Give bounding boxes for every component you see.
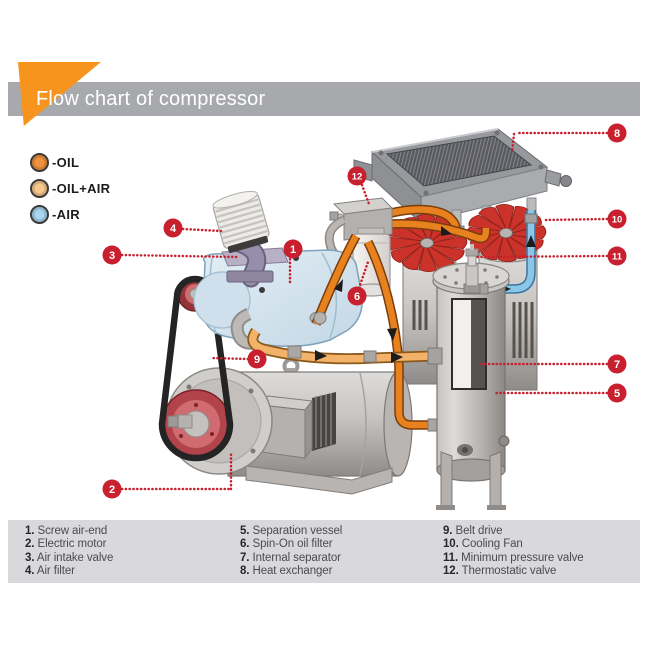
callout-number: 7 (614, 359, 620, 371)
minimum-pressure-valve (463, 244, 489, 295)
oil-pipes-cross (311, 233, 441, 432)
legend-entry: 9. Belt drive (443, 525, 503, 537)
callout-number: 8 (614, 128, 620, 140)
callout-11: 11 (607, 246, 627, 266)
legend-entry: 5. Separation vessel (240, 525, 343, 537)
callout-4: 4 (163, 218, 183, 238)
parts-legend-panel: 1. Screw air-end 2. Electric motor 3. Ai… (8, 520, 640, 583)
legend-entry: 12. Thermostatic valve (443, 565, 557, 578)
callout-9: 9 (247, 349, 267, 369)
callout-number: 11 (612, 252, 623, 263)
legend-entry: 1. Screw air-end (25, 525, 108, 537)
callout-5: 5 (607, 383, 627, 403)
callout-10: 10 (607, 209, 627, 229)
callout-number: 1 (290, 244, 296, 256)
legend-entry: 11. Minimum pressure valve (443, 551, 584, 564)
parts-legend-column-3: 9. Belt drive 10. Cooling Fan 11. Minimu… (443, 525, 584, 579)
cooling-fans (386, 203, 547, 273)
air-swatch (30, 204, 49, 224)
oil-air-pipe (230, 307, 434, 365)
oil-swatch (30, 152, 49, 172)
callout-8: 8 (607, 123, 627, 143)
legend-item-air: -AIR (30, 204, 110, 224)
callout-6: 6 (347, 286, 367, 306)
callout-12: 12 (347, 166, 367, 186)
header-bar (8, 82, 640, 116)
page-title: Flow chart of compressor (36, 87, 266, 110)
callout-number: 10 (612, 215, 623, 226)
callout-1: 1 (283, 239, 303, 259)
legend-entry: 2. Electric motor (25, 538, 107, 551)
internal-separator (451, 298, 487, 390)
parts-legend-column-1: 1. Screw air-end 2. Electric motor 3. Ai… (25, 525, 113, 579)
air-filter (212, 190, 270, 253)
screw-air-end (193, 247, 363, 347)
parts-legend-column-2: 5. Separation vessel 6. Spin-On oil filt… (240, 525, 342, 579)
legend-entry: 3. Air intake valve (25, 551, 114, 564)
legend-entry: 4. Air filter (25, 565, 75, 578)
callout-number: 12 (352, 172, 363, 183)
legend-item-oil-air: -OIL+AIR (30, 178, 110, 198)
callout-2: 2 (102, 479, 122, 499)
legend-label: -OIL+AIR (52, 180, 111, 196)
legend-entry: 8. Heat exchanger (240, 565, 333, 578)
callout-number: 6 (354, 291, 360, 303)
legend-label: -OIL (52, 154, 80, 170)
legend-label: -AIR (52, 206, 80, 222)
color-legend: -OIL -OIL+AIR -AIR (30, 152, 110, 230)
oil-air-swatch (30, 178, 49, 198)
callout-number: 2 (109, 484, 115, 496)
callout-lines (120, 131, 609, 491)
legend-item-oil: -OIL (30, 152, 110, 172)
legend-entry: 10. Cooling Fan (443, 538, 523, 551)
legend-entry: 7. Internal separator (240, 551, 341, 564)
callout-3: 3 (102, 245, 122, 265)
legend-entry: 6. Spin-On oil filter (240, 538, 333, 551)
callout-number: 5 (614, 388, 620, 400)
callout-number: 9 (254, 354, 260, 366)
callout-7: 7 (607, 354, 627, 374)
callout-number: 3 (109, 250, 115, 262)
separation-vessel (427, 262, 510, 510)
callout-number: 4 (170, 223, 177, 235)
callouts: 1 2 3 4 5 6 7 8 9 10 11 12 (102, 123, 627, 499)
oil-pipes-top (389, 204, 491, 244)
